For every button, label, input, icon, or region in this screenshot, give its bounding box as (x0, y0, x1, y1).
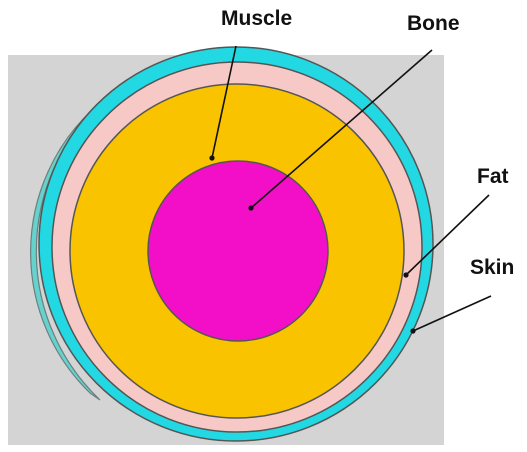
skin-pointer-dot (410, 328, 415, 333)
bone-pointer-dot (248, 205, 253, 210)
fat-label: Fat (477, 165, 509, 188)
muscle-label: Muscle (221, 7, 292, 30)
fat-pointer-dot (403, 272, 408, 277)
bone-label: Bone (407, 12, 460, 35)
muscle-pointer-dot (209, 155, 214, 160)
bone-layer (148, 161, 328, 341)
skin-label: Skin (470, 256, 514, 279)
